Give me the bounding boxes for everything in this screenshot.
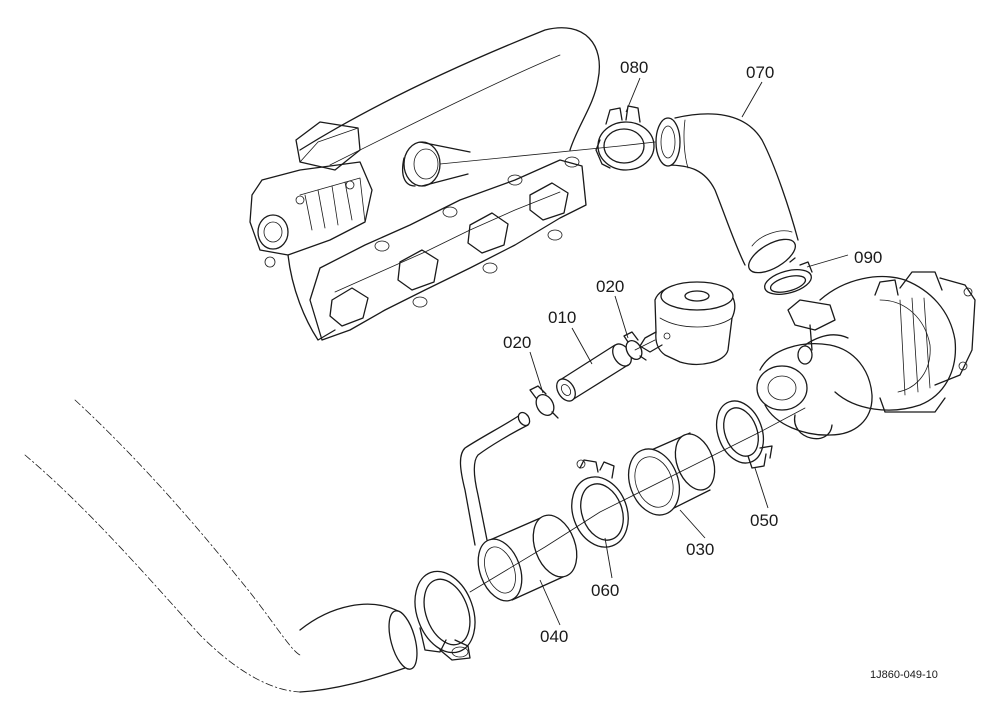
- clamp-090: [763, 257, 813, 295]
- label-060: 060: [591, 581, 619, 600]
- clamp-020-lower: [529, 385, 559, 419]
- label-010: 010: [548, 308, 576, 327]
- label-040: 040: [540, 627, 568, 646]
- bent-pipe: [459, 411, 531, 546]
- leader-lines: [529, 77, 849, 626]
- clamp-lower-left: [414, 570, 476, 661]
- label-070: 070: [746, 63, 774, 82]
- wastegate-actuator: [639, 281, 736, 365]
- diagram-reference-code: 1J860-049-10: [870, 669, 938, 681]
- clamp-050: [715, 400, 773, 469]
- hose-070: [655, 113, 799, 274]
- hose-010: [556, 343, 632, 402]
- label-020-upper: 020: [596, 277, 624, 296]
- reducer-030: [627, 432, 716, 516]
- clamp-020-upper: [623, 331, 647, 361]
- sleeve-040: [477, 514, 578, 602]
- turbocharger: [756, 271, 976, 440]
- label-030: 030: [686, 540, 714, 559]
- assembly-axes: [439, 141, 806, 593]
- intake-pipe: [24, 399, 418, 693]
- exhaust-manifold: [249, 27, 600, 341]
- label-090: 090: [854, 248, 882, 267]
- clamp-080: [595, 105, 655, 171]
- label-050: 050: [750, 511, 778, 530]
- label-020-lower: 020: [503, 333, 531, 352]
- label-080: 080: [620, 58, 648, 77]
